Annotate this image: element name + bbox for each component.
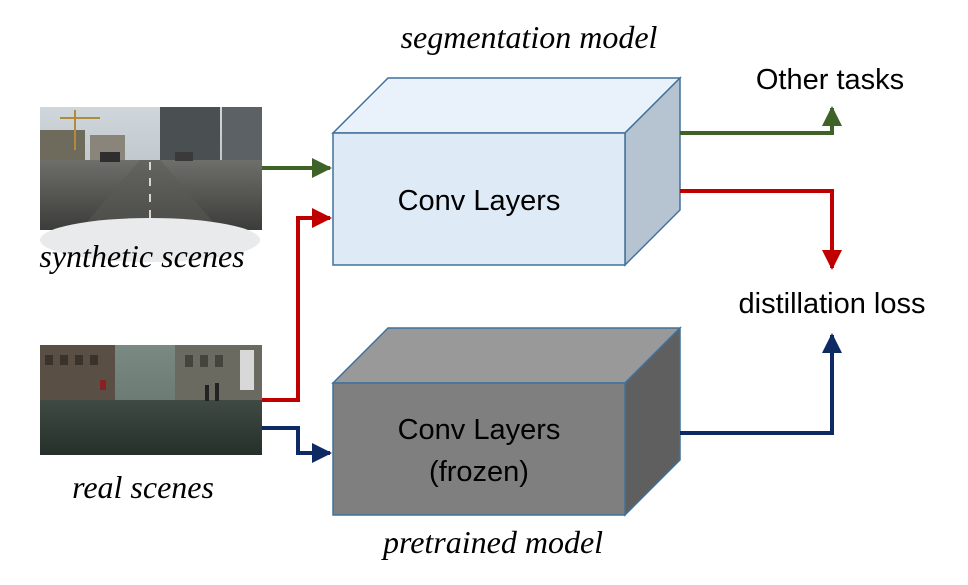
bottom-block-top-face bbox=[331, 327, 682, 384]
top-conv-block: Conv Layers bbox=[331, 76, 682, 267]
distillation-loss-label: distillation loss bbox=[739, 288, 926, 320]
arrow-segmentation-to-distillation bbox=[680, 189, 842, 270]
segmentation-model-label: segmentation model bbox=[401, 19, 658, 55]
top-block-top-face bbox=[331, 77, 682, 134]
pretrained-model-label: pretrained model bbox=[381, 524, 603, 560]
synthetic-scenes-label: synthetic scenes bbox=[39, 238, 244, 274]
bottom-block-label-line1: Conv Layers bbox=[398, 414, 561, 446]
arrow-segmentation-to-other-tasks bbox=[680, 106, 842, 135]
synthetic-scene-image bbox=[40, 107, 262, 262]
bottom-conv-block: Conv Layers (frozen) bbox=[331, 326, 682, 517]
real-scene-image bbox=[40, 345, 262, 455]
arrow-real-to-pretrained bbox=[262, 426, 332, 463]
bottom-block-label-line2: (frozen) bbox=[429, 456, 529, 488]
real-scenes-label: real scenes bbox=[72, 469, 214, 505]
other-tasks-label: Other tasks bbox=[756, 64, 904, 96]
top-block-front-face bbox=[332, 132, 626, 266]
arrow-real-to-segmentation bbox=[262, 208, 332, 402]
top-block-label: Conv Layers bbox=[398, 185, 561, 217]
bottom-block-front-face bbox=[332, 382, 626, 516]
arrow-pretrained-to-distillation bbox=[680, 333, 842, 435]
